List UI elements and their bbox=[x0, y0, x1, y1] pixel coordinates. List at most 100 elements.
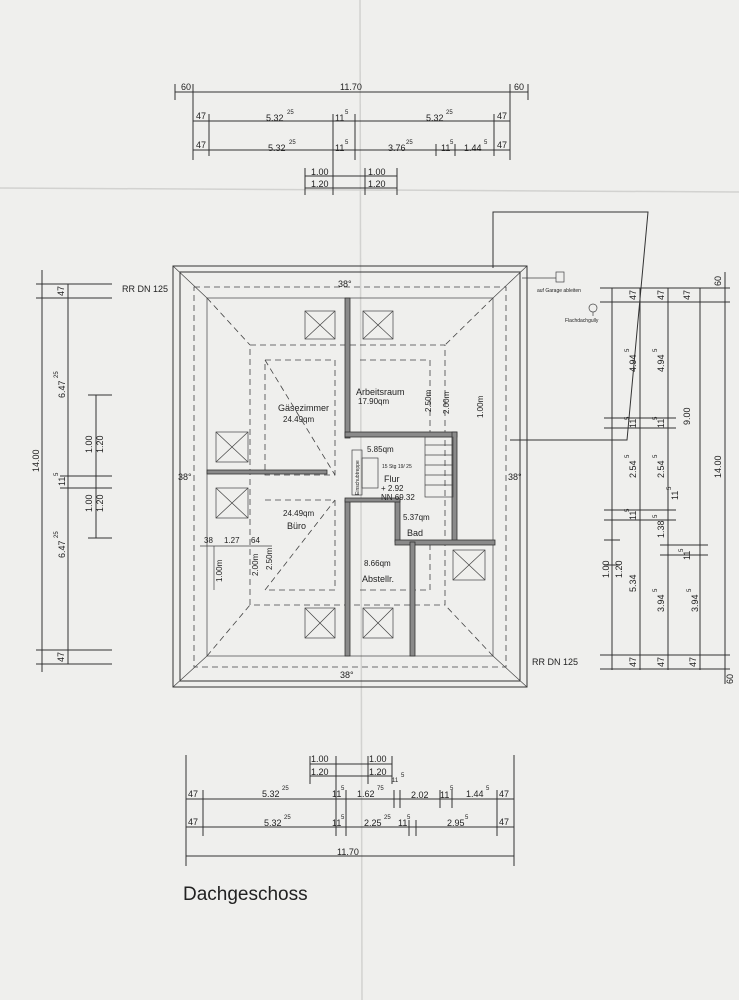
dim-label: 1.00 bbox=[368, 167, 386, 177]
dim-label: 25 bbox=[446, 110, 453, 116]
attic-ladder-label: Einschubtreppe bbox=[355, 460, 361, 495]
paper-fold bbox=[0, 187, 739, 193]
dim-label: 3.94 bbox=[656, 594, 666, 612]
dim-label: 2.00m bbox=[442, 391, 451, 414]
dim-label: 25 bbox=[54, 371, 60, 378]
dim-label: 9.00 bbox=[682, 407, 692, 425]
dim-label: 47 bbox=[56, 652, 66, 662]
dim-label: 5.32 bbox=[262, 789, 280, 799]
dim-label: 11 bbox=[682, 551, 692, 560]
drainage bbox=[492, 211, 649, 441]
dim-label: 11 bbox=[332, 789, 341, 799]
stair bbox=[351, 436, 454, 498]
dim-label: 1.44 bbox=[464, 143, 482, 153]
dim-label: 25 bbox=[384, 815, 391, 821]
dim-label: 1.20 bbox=[368, 179, 386, 189]
dim-label: 1.20 bbox=[311, 179, 329, 189]
dim-label: 5 bbox=[486, 786, 490, 792]
dim-label: 64 bbox=[251, 536, 260, 545]
dim-label: 47 bbox=[628, 657, 638, 667]
dim-label: 1.20 bbox=[95, 435, 105, 453]
stair-label: 15 Stg 19/ 25 bbox=[382, 464, 412, 470]
dim-label: 2.50m bbox=[265, 547, 274, 570]
garage-note: auf Garage ableiten bbox=[537, 288, 581, 294]
room-guest-area: 24.49qm bbox=[283, 415, 314, 424]
room-work-name: Arbeitsraum bbox=[356, 387, 405, 397]
room-hall-level: + 2.92 bbox=[381, 484, 404, 493]
dim-label: 38 bbox=[204, 536, 213, 545]
dim-label: 1.00 bbox=[369, 754, 387, 764]
dim-label: 11 bbox=[441, 143, 450, 153]
dim-label: 11.70 bbox=[340, 82, 362, 92]
dim-label: 5.34 bbox=[628, 574, 638, 592]
dim-label: 5 bbox=[401, 773, 405, 779]
dim-label: 47 bbox=[499, 817, 509, 827]
room-storage-name: Abstellr. bbox=[362, 574, 394, 584]
dim-label: 5.32 bbox=[264, 818, 282, 828]
dim-label: 60 bbox=[713, 276, 723, 286]
dim-label: 47 bbox=[499, 789, 509, 799]
dim-label: 5 bbox=[450, 786, 454, 792]
dim-label: 5 bbox=[407, 815, 411, 821]
drawing-title: Dachgeschoss bbox=[183, 884, 308, 905]
room-hall-nn: NN 69.32 bbox=[381, 493, 415, 502]
dim-label: 11 bbox=[335, 143, 344, 153]
dim-label: 1.00m bbox=[215, 559, 224, 582]
dim-label: 5 bbox=[653, 514, 659, 518]
dim-label: 1.20 bbox=[614, 560, 624, 578]
dim-label: 6.47 bbox=[57, 540, 67, 558]
dim-label: 11 bbox=[57, 477, 67, 486]
dim-label: 1.00 bbox=[601, 560, 611, 578]
dim-label: 5 bbox=[653, 416, 659, 420]
dim-label: 5 bbox=[625, 454, 631, 458]
dim-label: 60 bbox=[725, 674, 735, 684]
dim-label: 60 bbox=[514, 82, 524, 92]
dim-label: 2.02 bbox=[411, 790, 429, 800]
dim-label: 60 bbox=[181, 82, 191, 92]
room-guest-name: Gäsezimmer bbox=[278, 403, 329, 413]
room-office-name: Büro bbox=[287, 521, 306, 531]
dim-label: 47 bbox=[497, 111, 507, 121]
dim-label: 47 bbox=[497, 140, 507, 150]
dim-label: 5 bbox=[653, 588, 659, 592]
dim-label: 1.00 bbox=[311, 167, 329, 177]
dim-label: 1.00 bbox=[84, 435, 94, 453]
dim-label: 47 bbox=[628, 290, 638, 300]
dim-label: 5.32 bbox=[268, 143, 286, 153]
dim-label: 1.62 bbox=[357, 789, 375, 799]
dim-label: 1.20 bbox=[369, 767, 387, 777]
right-dimension-chains bbox=[600, 272, 730, 684]
top-dimension-chains bbox=[174, 84, 529, 195]
dim-label: 47 bbox=[188, 817, 198, 827]
dim-label: 47 bbox=[682, 290, 692, 300]
dim-label: 5.32 bbox=[266, 113, 284, 123]
dim-label: 5 bbox=[450, 140, 454, 146]
dim-label: 25 bbox=[282, 786, 289, 792]
dim-label: 11 bbox=[628, 419, 638, 428]
dim-label: 2.00m bbox=[251, 553, 260, 576]
dim-label: 5 bbox=[625, 348, 631, 352]
downpipe-bottom: RR DN 125 bbox=[532, 657, 578, 667]
roof-pitch-top: 38° bbox=[338, 279, 352, 289]
dim-label: 11 bbox=[392, 778, 399, 784]
dim-label: 5 bbox=[687, 588, 693, 592]
gully-label: Flachdachgully bbox=[565, 318, 599, 324]
walls bbox=[206, 297, 496, 657]
dim-label: 1.44 bbox=[466, 789, 484, 799]
dim-label: 75 bbox=[377, 786, 384, 792]
left-dimension-chains bbox=[36, 270, 112, 672]
dim-label: 1.20 bbox=[311, 767, 329, 777]
dim-label: 11 bbox=[628, 511, 638, 520]
room-office-area: 24.49qm bbox=[283, 509, 314, 518]
dim-label: 5.32 bbox=[426, 113, 444, 123]
dim-label: 5 bbox=[345, 140, 349, 146]
dim-label: 2.25 bbox=[364, 818, 382, 828]
dim-label: 4.94 bbox=[656, 354, 666, 372]
dim-label: 2.95 bbox=[447, 818, 465, 828]
dim-label: 25 bbox=[54, 531, 60, 538]
dim-label: 3.76 bbox=[388, 143, 406, 153]
roof-pitch-bottom: 38° bbox=[340, 670, 354, 680]
dim-label: 5 bbox=[625, 508, 631, 512]
dim-label: 1.00m bbox=[476, 395, 485, 418]
